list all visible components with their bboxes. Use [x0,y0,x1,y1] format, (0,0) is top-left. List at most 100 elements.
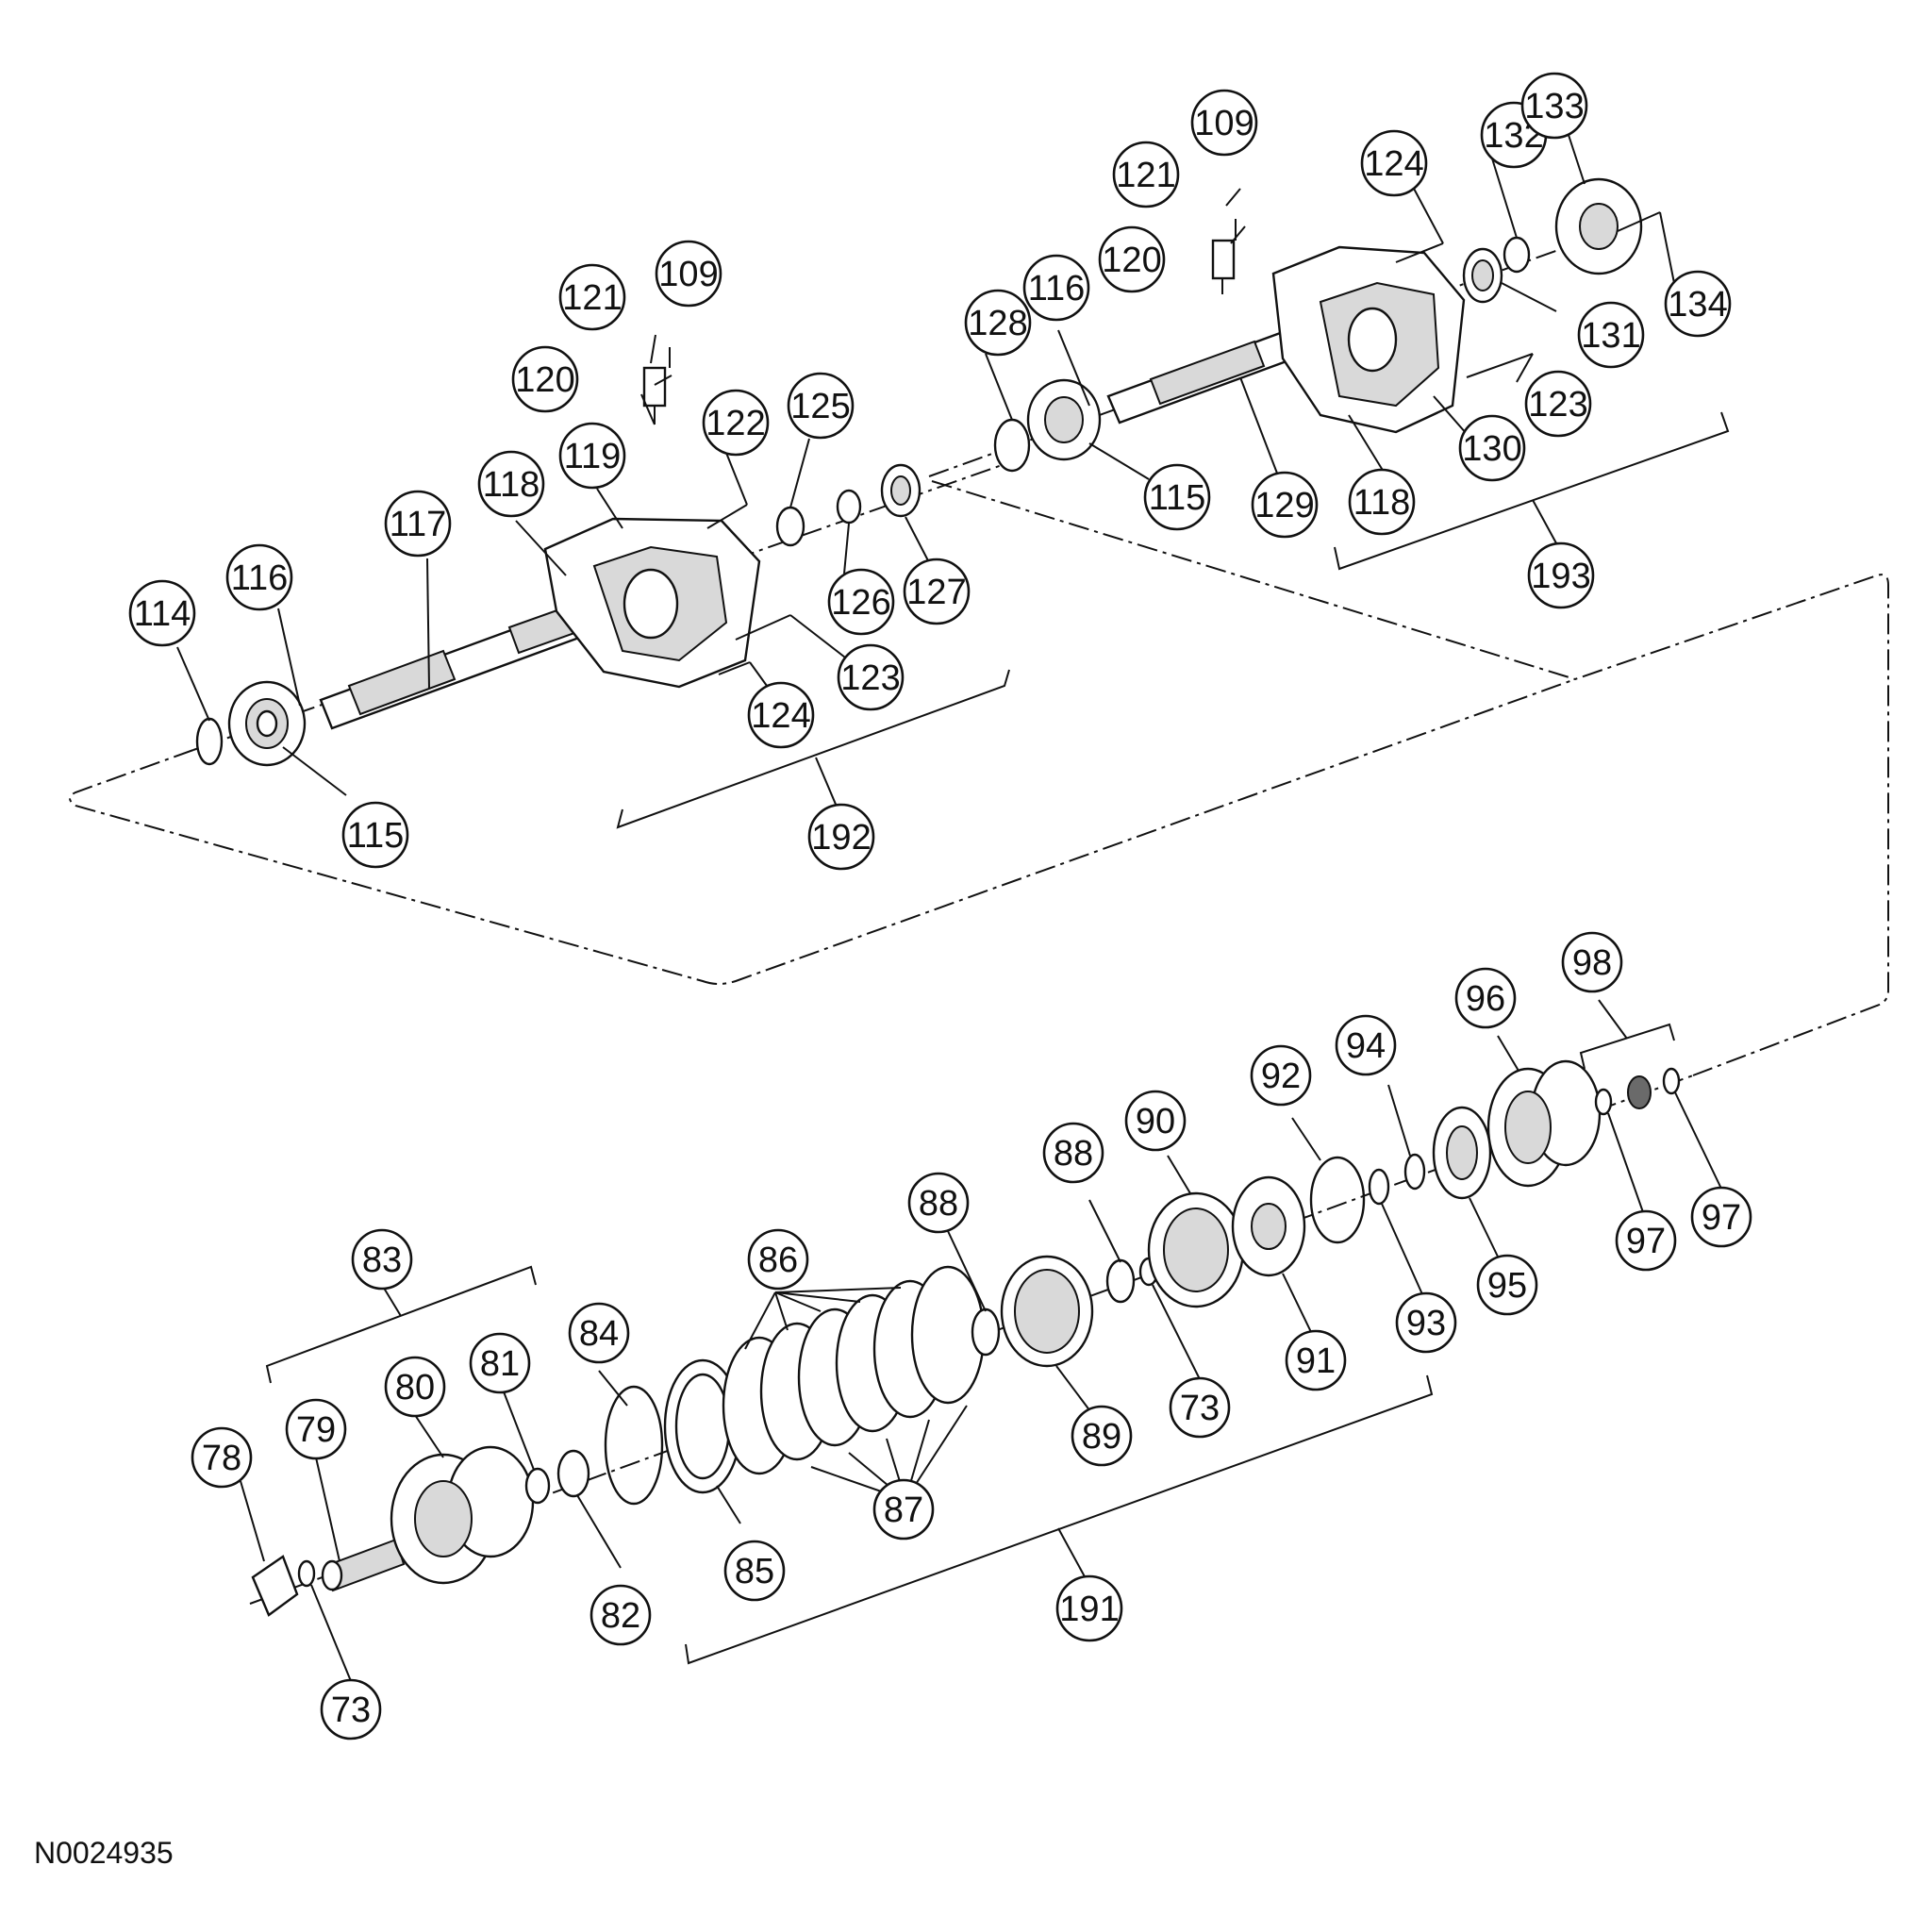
input-shaft-79 [321,1538,406,1592]
clutch-drum-80 [390,1445,535,1585]
callout-circle [787,372,855,440]
bracket-192 [616,669,1010,829]
callout-126: 126 [827,568,895,636]
callout-83: 83 [351,1228,413,1291]
callout-label: 109 [1194,104,1254,143]
callout-label: 96 [1466,979,1505,1019]
callout-circle [1112,141,1180,208]
callout-label: 89 [1082,1417,1121,1457]
callout-circle [469,1332,531,1394]
callout-label: 94 [1346,1026,1386,1066]
callout-90: 90 [1124,1090,1187,1152]
callout-label: 126 [831,583,890,623]
callout-circle [1615,1209,1677,1272]
seal-126 [836,489,862,525]
callout-128: 128 [964,289,1032,357]
drum-90 [1147,1191,1245,1308]
callout-115: 115 [1143,463,1211,531]
callout-circle [1664,270,1732,338]
callout-circle [1251,471,1319,539]
callout-circle [1055,1574,1123,1642]
callout-114: 114 [128,579,196,647]
callout-label: 120 [1102,241,1161,280]
callout-circle [1250,1044,1312,1107]
bolt-122 [706,504,748,529]
callout-85: 85 [723,1540,786,1602]
callout-circle [128,579,196,647]
seal-131 [1462,247,1503,304]
callout-label: 118 [483,465,540,505]
callout-97: 97 [1615,1209,1677,1272]
callout-label: 85 [735,1552,774,1591]
flange-133 [1554,177,1643,275]
callout-191: 191 [1055,1574,1123,1642]
carrier-96 [1486,1059,1602,1188]
washer-132 [1503,236,1531,274]
callout-124: 124 [1360,129,1428,197]
callout-label: 73 [1180,1389,1220,1428]
callout-label: 73 [331,1690,371,1730]
callout-label: 124 [1364,144,1423,184]
callout-93: 93 [1395,1291,1457,1354]
extension-housing-130 [1271,245,1466,434]
callout-label: 191 [1059,1590,1119,1629]
callout-130: 130 [1458,414,1526,482]
callout-label: 90 [1136,1102,1175,1141]
callout-79: 79 [285,1398,347,1460]
callout-label: 118 [1353,483,1411,523]
callout-circle [351,1228,413,1291]
callout-label: 83 [362,1241,402,1280]
callout-86: 86 [747,1228,809,1291]
callout-circle [1524,370,1592,438]
callout-118: 118 [477,450,545,518]
bolt-123-right [1466,353,1534,378]
callout-label: 109 [658,255,718,294]
callout-label: 95 [1487,1266,1527,1306]
callout-label: 130 [1462,429,1521,469]
callout-133: 133 [1520,72,1588,140]
callout-87: 87 [872,1478,935,1541]
callout-circle [1458,414,1526,482]
callout-circle [384,490,452,558]
callout-circle [1169,1376,1231,1439]
callout-label: 88 [1054,1134,1093,1174]
callout-circle [589,1584,652,1646]
callout-label: 121 [562,278,622,318]
callout-circle [1071,1405,1133,1467]
callout-119: 119 [558,422,626,490]
callout-circle [384,1356,446,1418]
callout-circle [1285,1329,1347,1391]
callout-label: 192 [811,818,871,858]
callout-91: 91 [1285,1329,1347,1391]
thrust-plate-78 [251,1555,299,1617]
callout-circle [655,240,722,308]
callout-circle [903,558,971,625]
callout-95: 95 [1476,1254,1538,1316]
snap-ring-97-left [1594,1088,1613,1116]
axis-return-loop-lower [69,678,1576,985]
callout-94: 94 [1335,1014,1397,1076]
snap-ring-97-right [1662,1067,1681,1095]
callout-label: 92 [1261,1057,1301,1096]
callout-84: 84 [568,1302,630,1364]
callout-82: 82 [589,1584,652,1646]
sun-gear-95 [1432,1106,1492,1200]
bracket-83 [265,1265,537,1384]
callout-circle [1520,72,1588,140]
callout-109: 109 [1190,89,1258,157]
callout-label: 115 [347,816,405,856]
callout-label: 82 [601,1596,640,1636]
callout-label: 116 [1028,269,1086,308]
thrust-washer-73-left [297,1559,316,1588]
callout-80: 80 [384,1356,446,1418]
callout-78: 78 [191,1426,253,1489]
upper-left-assembly [195,347,921,767]
sun-gear-115-left [227,680,307,767]
hub-91 [1231,1175,1306,1277]
callout-circle [1577,301,1645,369]
bearing-98 [1627,1075,1652,1109]
callout-label: 78 [202,1439,241,1478]
callout-label: 91 [1296,1341,1336,1381]
thrust-washer-93 [1368,1168,1390,1206]
